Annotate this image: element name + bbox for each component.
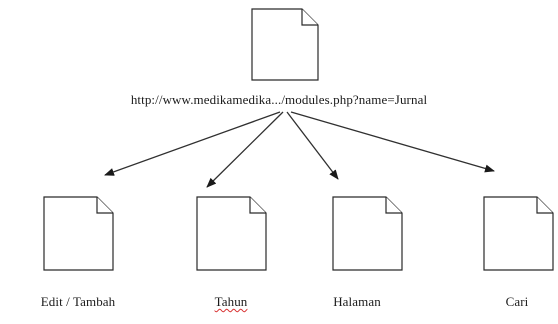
- arrows: [104, 111, 495, 188]
- root-document-icon: [251, 8, 319, 81]
- arrow-to-tahun: [206, 111, 284, 188]
- child-label-tahun: Tahun: [171, 294, 291, 310]
- child-document-icon-cari: [483, 196, 554, 271]
- child-label-tahun-text: Tahun: [214, 294, 248, 309]
- arrow-to-cari: [290, 111, 495, 173]
- child-label-halaman: Halaman: [333, 294, 381, 309]
- child-document-icon-halaman: [332, 196, 403, 271]
- child-label-edit-tambah: Edit / Tambah: [40, 294, 116, 309]
- arrow-to-edit-tambah: [104, 111, 281, 176]
- child-document-icon-tahun: [196, 196, 267, 271]
- arrow-to-halaman: [286, 111, 339, 180]
- root-url-label: http://www.medikamedika.../modules.php?n…: [130, 92, 428, 107]
- child-label-cari: Cari: [505, 294, 529, 309]
- child-document-icon-edit-tambah: [43, 196, 114, 271]
